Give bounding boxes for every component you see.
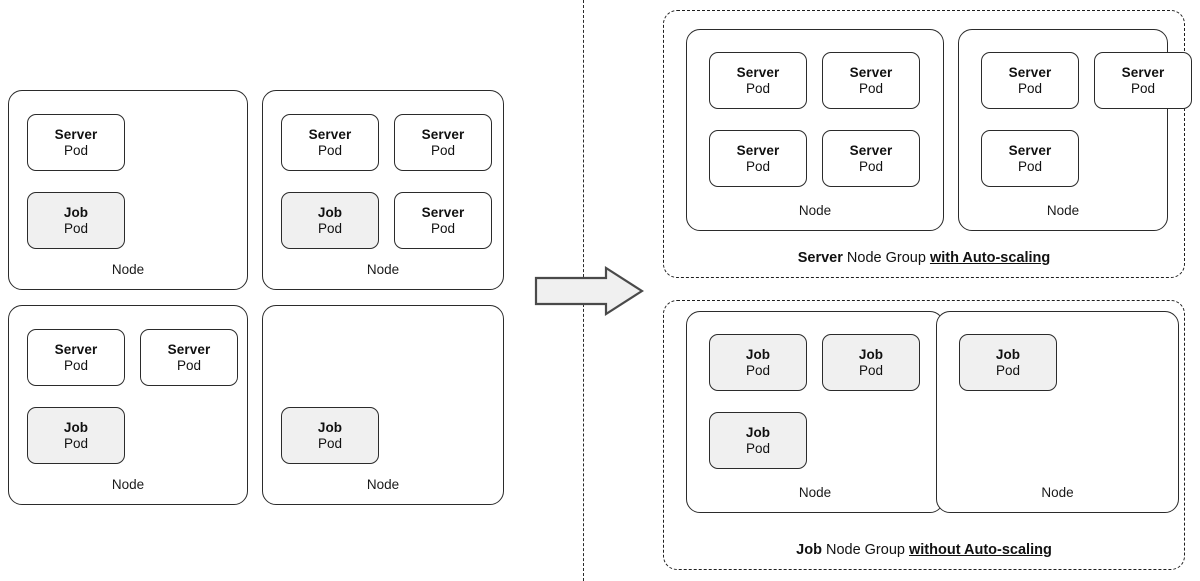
pod-kind-label: Server xyxy=(308,126,352,142)
pod-type-label: Pod xyxy=(1017,80,1043,96)
pod-kind-label: Server xyxy=(1008,64,1052,80)
pod-type-label: Pod xyxy=(317,220,343,236)
pod-type-label: Pod xyxy=(1130,80,1156,96)
pod-kind-label: Job xyxy=(317,419,343,435)
pod-type-label: Pod xyxy=(995,362,1021,378)
node-label: Node xyxy=(366,476,400,492)
pod-kind-label: Server xyxy=(54,341,98,357)
pod-type-label: Pod xyxy=(745,158,771,174)
group-label-normal: Node Group xyxy=(821,542,909,558)
group-label-normal: Node Group xyxy=(842,250,930,266)
pod-type-label: Pod xyxy=(858,362,884,378)
pod-kind-label: Server xyxy=(736,142,780,158)
pod-kind-label: Job xyxy=(63,419,89,435)
pod-kind-label: Server xyxy=(421,126,465,142)
pod-kind-label: Server xyxy=(1008,142,1052,158)
pod-kind-label: Server xyxy=(1121,64,1165,80)
pod-kind-label: Job xyxy=(745,346,771,362)
pod-type-label: Pod xyxy=(63,220,89,236)
pod-kind-label: Job xyxy=(317,204,343,220)
pod-type-label: Pod xyxy=(317,435,343,451)
pod-type-label: Pod xyxy=(176,357,202,373)
pod-kind-label: Server xyxy=(849,142,893,158)
node-label: Node xyxy=(111,261,145,277)
pod-type-label: Pod xyxy=(745,80,771,96)
group-label-underlined: without Auto-scaling xyxy=(909,542,1052,558)
node-group-label: Server Node Group with Auto-scaling xyxy=(664,250,1184,266)
pod-type-label: Pod xyxy=(745,362,771,378)
node-label: Node xyxy=(1046,202,1080,218)
pod-type-label: Pod xyxy=(430,142,456,158)
node-label: Node xyxy=(366,261,400,277)
transformation-arrow xyxy=(534,265,645,317)
pod-kind-label: Server xyxy=(849,64,893,80)
pod-kind-label: Server xyxy=(736,64,780,80)
pod-kind-label: Server xyxy=(421,204,465,220)
pod-type-label: Pod xyxy=(858,158,884,174)
node-label: Node xyxy=(111,476,145,492)
pod-kind-label: Server xyxy=(54,126,98,142)
group-label-bold: Server xyxy=(797,250,843,266)
pod-kind-label: Job xyxy=(63,204,89,220)
pod-type-label: Pod xyxy=(858,80,884,96)
pod-kind-label: Server xyxy=(167,341,211,357)
pod-type-label: Pod xyxy=(63,357,89,373)
pod-type-label: Pod xyxy=(1017,158,1043,174)
pod-kind-label: Job xyxy=(995,346,1021,362)
pod-kind-label: Job xyxy=(858,346,884,362)
node-group-label: Job Node Group without Auto-scaling xyxy=(664,542,1184,558)
pod-type-label: Pod xyxy=(317,142,343,158)
pod-type-label: Pod xyxy=(63,142,89,158)
pod-type-label: Pod xyxy=(63,435,89,451)
pod-kind-label: Job xyxy=(745,424,771,440)
pod-type-label: Pod xyxy=(745,440,771,456)
pod-type-label: Pod xyxy=(430,220,456,236)
group-label-bold: Job xyxy=(796,542,822,558)
node-label: Node xyxy=(798,202,832,218)
node-label: Node xyxy=(1041,484,1074,500)
node-label: Node xyxy=(798,484,832,500)
group-label-underlined: with Auto-scaling xyxy=(929,250,1051,266)
